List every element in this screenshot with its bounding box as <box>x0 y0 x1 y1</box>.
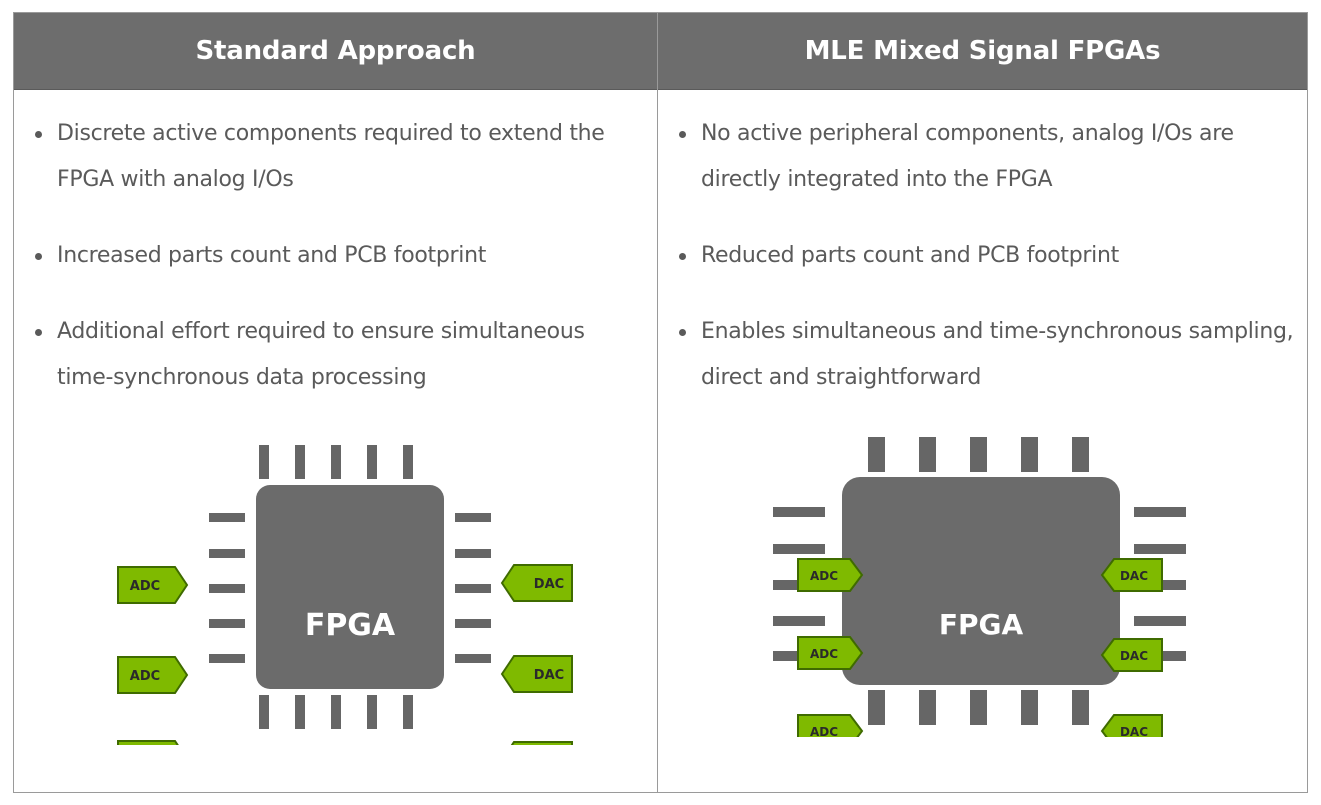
chip-pin <box>1134 507 1186 517</box>
chip-pin <box>919 437 936 472</box>
adc-label: ADC <box>130 669 160 684</box>
dac-label: DAC <box>1120 569 1148 583</box>
dac-converter: DAC <box>1100 558 1163 592</box>
dac-converter: DAC <box>500 655 573 693</box>
chip-pin <box>209 619 245 628</box>
adc-converter: ADC <box>797 714 864 737</box>
chip-top-pins <box>259 445 413 479</box>
column-mle-mixed-signal: No active peripheral components, analog … <box>658 90 1307 792</box>
fpga-chip <box>842 477 1120 685</box>
dac-converter: DAC <box>1100 638 1163 672</box>
chip-pin <box>773 507 825 517</box>
chip-pin <box>970 437 987 472</box>
chip-pin <box>209 549 245 558</box>
chip-bottom-pins <box>868 690 1089 725</box>
adc-converter: ADC <box>117 740 179 745</box>
dac-label: DAC <box>1120 649 1148 663</box>
fpga-chip-label: FPGA <box>939 608 1024 641</box>
chip-pin <box>455 584 491 593</box>
comparison-table: Standard Approach MLE Mixed Signal FPGAs… <box>13 12 1308 793</box>
adc-converter: ADC <box>797 636 864 670</box>
chip-pin <box>455 513 491 522</box>
standard-fpga-diagram: FPGA ADC ADC ADC DAC DAC <box>117 445 573 745</box>
chip-pin <box>1072 437 1089 472</box>
chip-pin <box>209 584 245 593</box>
column-standard-approach: Discrete active components required to e… <box>14 90 657 792</box>
chip-left-pins <box>209 513 245 663</box>
chip-pin <box>331 695 341 729</box>
chip-pin <box>1134 544 1186 554</box>
adc-converter: ADC <box>117 656 189 694</box>
chip-pin <box>1134 616 1186 626</box>
chip-pin <box>919 690 936 725</box>
list-item: Discrete active components required to e… <box>32 111 647 203</box>
adc-label: ADC <box>810 569 838 583</box>
list-item: No active peripheral components, analog … <box>676 111 1297 203</box>
chip-pin <box>331 445 341 479</box>
chip-pin <box>367 445 377 479</box>
chip-pin <box>455 654 491 663</box>
chip-pin <box>259 445 269 479</box>
chip-pin <box>295 445 305 479</box>
chip-right-pins <box>455 513 491 663</box>
list-item: Additional effort required to ensure sim… <box>32 309 647 401</box>
chip-pin <box>367 695 377 729</box>
column-divider <box>657 89 658 792</box>
fpga-chip <box>256 485 444 689</box>
chip-pin <box>455 549 491 558</box>
dac-converter: DAC <box>500 564 573 602</box>
standard-bullet-list: Discrete active components required to e… <box>32 111 647 431</box>
chip-pin <box>1072 690 1089 725</box>
dac-converter: DAC <box>1100 714 1163 737</box>
chip-pin <box>1021 690 1038 725</box>
chip-pin <box>403 445 413 479</box>
chip-pin <box>773 544 825 554</box>
chip-pin <box>868 690 885 725</box>
dac-label: DAC <box>1120 725 1148 737</box>
chip-pin <box>209 654 245 663</box>
chip-pin <box>868 437 885 472</box>
chip-pin <box>970 690 987 725</box>
table-header-row: Standard Approach MLE Mixed Signal FPGAs <box>14 13 1307 90</box>
fpga-chip-label: FPGA <box>305 608 396 643</box>
chip-pin <box>455 619 491 628</box>
list-item: Increased parts count and PCB footprint <box>32 233 647 279</box>
dac-label: DAC <box>534 668 564 683</box>
chip-pin <box>403 695 413 729</box>
list-item: Enables simultaneous and time-synchronou… <box>676 309 1297 401</box>
chip-pin <box>773 616 825 626</box>
dac-converter: DAC <box>510 741 573 745</box>
adc-label: ADC <box>810 647 838 661</box>
header-mle-mixed-signal: MLE Mixed Signal FPGAs <box>804 36 1161 66</box>
chip-top-pins <box>868 437 1089 472</box>
mle-bullet-list: No active peripheral components, analog … <box>676 111 1297 431</box>
chip-pin <box>209 513 245 522</box>
chip-pin <box>1021 437 1038 472</box>
adc-label: ADC <box>130 579 160 594</box>
adc-converter: ADC <box>117 566 189 604</box>
dac-label: DAC <box>534 577 564 592</box>
chip-pin <box>259 695 269 729</box>
adc-converter: ADC <box>797 558 864 592</box>
chip-pin <box>295 695 305 729</box>
chip-bottom-pins <box>259 695 413 729</box>
list-item: Reduced parts count and PCB footprint <box>676 233 1297 279</box>
mle-fpga-diagram: FPGA ADC ADC ADC DAC DAC <box>773 437 1186 737</box>
header-standard-approach: Standard Approach <box>14 13 658 89</box>
adc-label: ADC <box>810 725 838 737</box>
